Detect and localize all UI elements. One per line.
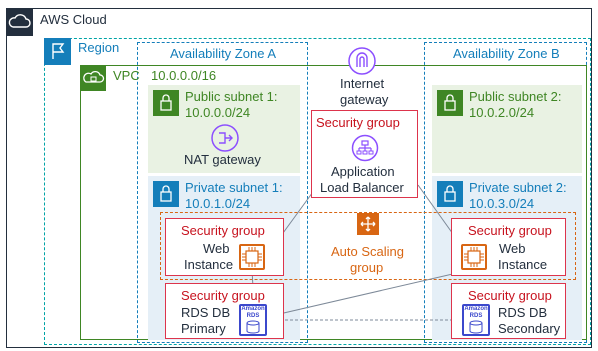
alb-sg-label: Security group xyxy=(316,115,400,130)
cloud-icon xyxy=(6,8,33,36)
az-a-label: Availability Zone A xyxy=(170,46,276,61)
web-b-sg-label: Security group xyxy=(468,223,552,238)
auto-scaling-group-boundary xyxy=(160,212,576,280)
db-b-label-line1: RDS DB xyxy=(498,305,548,320)
web-b-label-line2: Instance xyxy=(498,257,548,272)
web-a-label-line2: Instance xyxy=(184,257,234,272)
availability-zone-a xyxy=(137,42,308,343)
db-a-sg-label: Security group xyxy=(181,288,265,303)
public-subnet-1-label: Public subnet 1: xyxy=(185,89,278,104)
private-subnet-2-cidr: 10.0.3.0/24 xyxy=(469,196,535,211)
cloud-label: AWS Cloud xyxy=(40,12,107,27)
db-a-label-line2: Primary xyxy=(181,321,226,336)
rds-icon-text: Amazon xyxy=(464,306,488,312)
alb-label-line2: Load Balancer xyxy=(320,180,404,195)
igw-label-line1: Internet xyxy=(340,76,385,91)
db-b-sg-label: Security group xyxy=(468,288,552,303)
web-b-to-db-a-line xyxy=(261,269,471,319)
ec2-instance-icon xyxy=(461,244,487,270)
asg-label-line2: group xyxy=(350,260,384,275)
public-subnet-2-label: Public subnet 2: xyxy=(469,89,562,104)
igw-label-line2: gateway xyxy=(340,92,389,107)
db-b-label-line2: Secondary xyxy=(498,321,561,336)
web-b-label-line1: Web xyxy=(499,241,526,256)
rds-icon-text: RDS xyxy=(469,313,483,319)
aws-cloud-boundary xyxy=(6,8,592,348)
lock-icon xyxy=(153,90,179,116)
ec2-instance-icon xyxy=(239,244,265,270)
private-subnet-2-label: Private subnet 2: xyxy=(469,180,567,195)
rds-database-icon: Amazon RDS xyxy=(462,304,490,336)
vpc-cidr: 10.0.0.0/16 xyxy=(151,68,217,83)
asg-label-line1: Auto Scaling xyxy=(331,244,404,259)
lock-icon xyxy=(437,181,463,207)
auto-scaling-icon xyxy=(357,213,379,235)
lock-icon xyxy=(153,181,179,207)
rds-icon-text: RDS xyxy=(246,313,260,319)
nat-gateway-icon xyxy=(210,123,240,153)
load-balancer-icon xyxy=(351,134,379,162)
region-label: Region xyxy=(78,40,120,55)
public-subnet-1-cidr: 10.0.0.0/24 xyxy=(185,105,251,120)
web-a-sg-label: Security group xyxy=(181,223,265,238)
az-b-label: Availability Zone B xyxy=(453,46,560,61)
flag-icon xyxy=(44,38,71,65)
lock-icon xyxy=(437,90,463,116)
vpc-icon xyxy=(80,65,106,91)
alb-label-line1: Application xyxy=(331,164,395,179)
web-a-label-line1: Web xyxy=(203,241,230,256)
private-subnet-1-label: Private subnet 1: xyxy=(185,180,283,195)
internet-gateway-icon xyxy=(347,46,377,76)
db-a-label-line1: RDS DB xyxy=(181,305,231,320)
vpc-boundary xyxy=(80,65,587,340)
private-subnet-1-cidr: 10.0.1.0/24 xyxy=(185,196,251,211)
rds-icon-text: Amazon xyxy=(241,306,265,312)
vpc-label: VPC xyxy=(113,68,140,83)
region-boundary xyxy=(44,38,591,345)
nat-gateway-label: NAT gateway xyxy=(184,152,261,167)
public-subnet-2-cidr: 10.0.2.0/24 xyxy=(469,105,535,120)
rds-database-icon: Amazon RDS xyxy=(239,304,267,336)
